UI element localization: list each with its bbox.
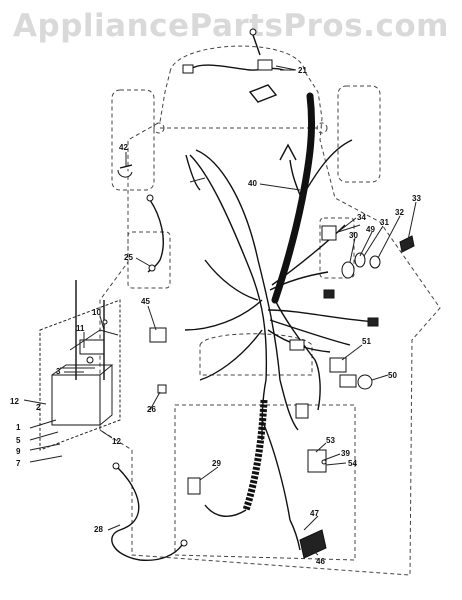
callout-42: 42	[119, 143, 128, 152]
ignition-nut	[341, 261, 355, 279]
ground-lug-26	[157, 384, 167, 394]
headlight-connector-left	[182, 64, 194, 74]
connector-end	[367, 317, 379, 327]
safety-switch-29	[187, 477, 201, 495]
callout-7: 7	[16, 459, 21, 468]
callout-25: 25	[124, 253, 133, 262]
callout-46: 46	[316, 557, 325, 566]
callout-12-left: 12	[10, 397, 19, 406]
switch-51	[329, 357, 347, 373]
watermark: AppliancePartsPros.com	[13, 8, 449, 44]
callout-21: 21	[298, 66, 307, 75]
front-right-wheel	[337, 85, 381, 183]
callout-11: 11	[76, 324, 85, 333]
ignition-switch	[321, 225, 337, 241]
callout-5: 5	[16, 436, 21, 445]
headlight-harness	[182, 28, 297, 103]
callout-34: 34	[357, 213, 366, 222]
callout-32: 32	[395, 208, 404, 217]
callout-39: 39	[341, 449, 350, 458]
callout-9: 9	[16, 447, 21, 456]
main-wiring-harness	[184, 92, 379, 441]
relay-45	[149, 327, 167, 343]
callout-1: 1	[16, 423, 21, 432]
callout-12-right: 12	[112, 437, 121, 446]
callout-53: 53	[326, 436, 335, 445]
callout-49: 49	[366, 225, 375, 234]
ignition-key	[399, 235, 415, 253]
callout-28: 28	[94, 525, 103, 534]
ignition-switch-parts	[321, 224, 415, 279]
seat-switch-connector	[295, 403, 309, 419]
battery-cables	[111, 194, 188, 562]
callout-33: 33	[412, 194, 421, 203]
fuse-holder-46	[299, 529, 327, 559]
callout-40: 40	[248, 179, 257, 188]
headlight-connector-right	[257, 59, 273, 71]
battery-assembly	[23, 280, 121, 463]
callout-26: 26	[147, 405, 156, 414]
callout-29: 29	[212, 459, 221, 468]
misc-components	[117, 164, 379, 559]
callout-30: 30	[349, 231, 358, 240]
front-left-wheel	[111, 89, 155, 191]
callout-10: 10	[92, 308, 101, 317]
battery-tray-outline	[127, 231, 171, 289]
callout-labels: 21 42 40 34 33 32 31 49 30 25 45 10 11 3…	[10, 66, 421, 566]
leader-lines	[64, 69, 417, 556]
battery	[51, 374, 101, 426]
plunger-switch-50	[357, 374, 373, 390]
callout-47: 47	[310, 509, 319, 518]
callout-54: 54	[348, 459, 357, 468]
callout-3: 3	[56, 367, 61, 376]
rear-coiled-harness	[204, 379, 309, 551]
callout-51: 51	[362, 337, 371, 346]
callout-50: 50	[388, 371, 397, 380]
callout-45: 45	[141, 297, 150, 306]
callout-31: 31	[380, 218, 389, 227]
callout-2: 2	[36, 403, 41, 412]
